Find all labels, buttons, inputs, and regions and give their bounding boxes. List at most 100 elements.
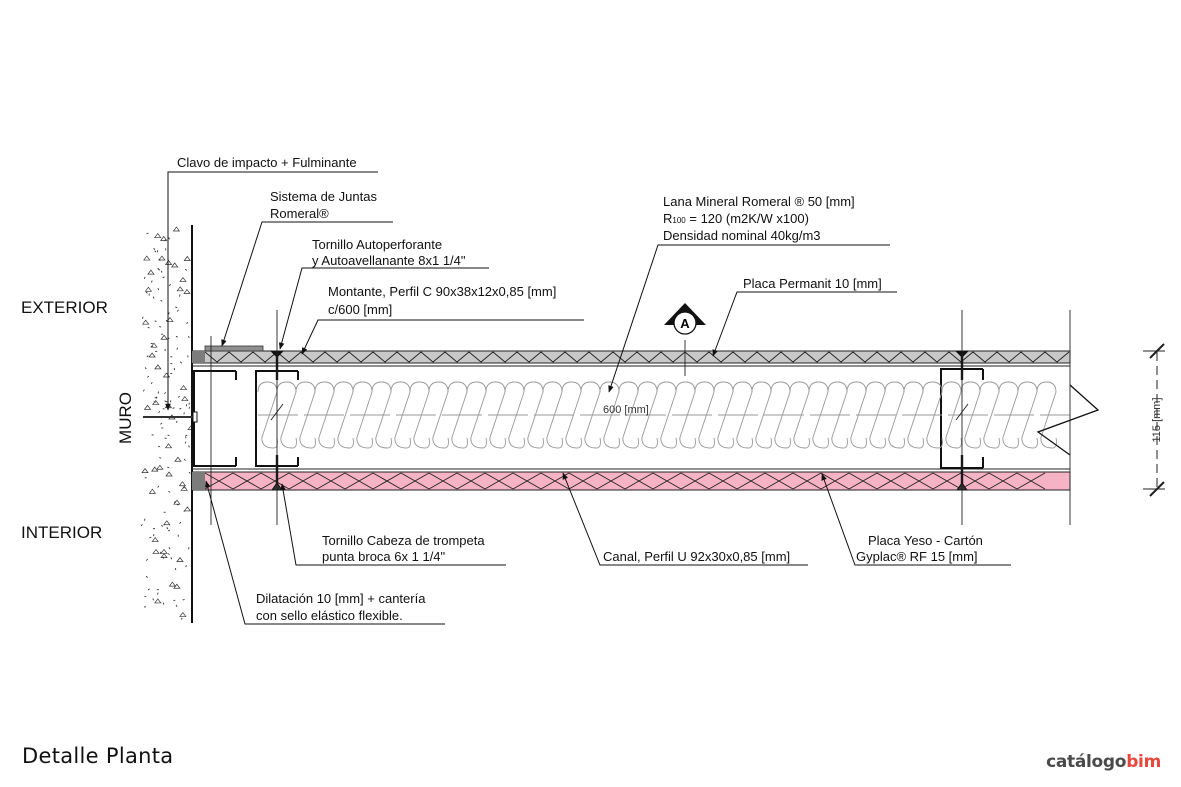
- concrete-aggregate: [164, 443, 173, 449]
- label-expansion-joint-line1: Dilatación 10 [mm] + cantería: [256, 591, 426, 606]
- gypsum-hatch-line: [596, 472, 626, 490]
- concrete-aggregate: [156, 464, 164, 470]
- concrete-speck: [150, 345, 154, 348]
- concrete-speck: [162, 408, 165, 410]
- concrete-speck: [164, 437, 167, 439]
- concrete-speck: [169, 283, 171, 287]
- leader-lines: [165, 171, 1011, 625]
- concrete-speck: [174, 567, 177, 571]
- brand-logo-part2: bim: [1126, 752, 1161, 772]
- concrete-speck: [158, 268, 161, 271]
- concrete-speck: [140, 524, 143, 527]
- axis-lines: [210, 310, 1071, 525]
- concrete-aggregate: [179, 276, 187, 282]
- concrete-aggregate: [160, 334, 168, 340]
- concrete-speck: [167, 529, 171, 532]
- brand-logo-part1: catálogo: [1046, 752, 1127, 772]
- concrete-speck: [186, 321, 188, 325]
- concrete-aggregate: [165, 471, 173, 477]
- concrete-speck: [146, 232, 149, 235]
- concrete-speck: [157, 288, 160, 291]
- concrete-aggregate: [176, 286, 184, 292]
- gypsum-hatch-line: [568, 472, 598, 490]
- concrete-speck: [151, 280, 153, 283]
- concrete-aggregate: [160, 553, 168, 559]
- concrete-speck: [150, 381, 153, 385]
- label-c-stud-line2: c/600 [mm]: [328, 302, 392, 317]
- concrete-aggregate: [151, 466, 159, 472]
- concrete-speck: [162, 602, 165, 605]
- concrete-speck: [183, 412, 185, 415]
- concrete-aggregate: [183, 288, 191, 294]
- concrete-speck: [175, 335, 178, 338]
- concrete-speck: [162, 276, 165, 279]
- label-mineral-wool-line3: Densidad nominal 40kg/m3: [663, 228, 821, 243]
- concrete-speck: [176, 309, 179, 312]
- gypsum-hatch-line: [792, 472, 822, 490]
- insulation-loop: [656, 381, 677, 449]
- page-title: Detalle Planta: [22, 744, 174, 768]
- gypsum-hatch-line: [484, 472, 514, 490]
- gypsum-hatch-line: [344, 472, 374, 490]
- permanit-board: [191, 345, 1071, 367]
- concrete-speck: [149, 536, 152, 539]
- concrete-speck: [142, 389, 145, 392]
- permanit-hatch: [204, 351, 1070, 363]
- concrete-speck: [154, 320, 157, 323]
- concrete-speck: [164, 239, 167, 242]
- concrete-aggregate: [179, 611, 187, 617]
- gypsum-hatch-line: [876, 472, 906, 490]
- concrete-speck: [160, 422, 163, 425]
- concrete-speck: [153, 247, 156, 250]
- concrete-aggregate: [154, 598, 162, 604]
- concrete-speck: [183, 458, 186, 461]
- concrete-speck: [160, 299, 163, 302]
- concrete-speck: [146, 355, 149, 358]
- concrete-aggregate: [152, 548, 160, 554]
- gypsum-hatch-line: [624, 472, 654, 490]
- exterior-label: EXTERIOR: [21, 298, 108, 317]
- gypsum-hatch-line: [932, 472, 962, 490]
- concrete-speck: [175, 306, 178, 309]
- concrete-speck: [167, 434, 170, 436]
- gypsum-hatch-line: [708, 472, 738, 490]
- concrete-speck: [187, 335, 190, 339]
- label-u-channel: Canal, Perfil U 92x30x0,85 [mm]: [603, 549, 790, 564]
- concrete-aggregate: [180, 485, 188, 491]
- interior-sealant: [192, 472, 205, 490]
- label-impact-nail: Clavo de impacto + Fulminante: [177, 155, 357, 170]
- concrete-aggregate: [153, 232, 162, 238]
- label-permanit-board: Placa Permanit 10 [mm]: [743, 276, 882, 291]
- insulation-loop: [333, 381, 354, 449]
- gypsum-hatch-line: [736, 472, 766, 490]
- concrete-speck: [144, 595, 147, 598]
- mineral-wool-insulation: [257, 381, 1070, 449]
- brand-logo: catálogobim: [1046, 752, 1161, 772]
- concrete-speck: [158, 410, 161, 414]
- concrete-speck: [167, 466, 170, 469]
- gypsum-hatch-line: [652, 472, 682, 490]
- concrete-aggregate: [143, 404, 152, 410]
- concrete-speck: [170, 362, 173, 365]
- label-expansion-joint-line2: con sello elástico flexible.: [256, 608, 403, 623]
- concrete-speck: [180, 617, 183, 620]
- stud-spacing-label: 600 [mm]: [603, 404, 649, 416]
- gypsum-board: [191, 468, 1071, 491]
- gypsum-hatch-line: [260, 472, 290, 490]
- concrete-speck: [157, 485, 160, 488]
- concrete-speck: [159, 325, 162, 328]
- concrete-aggregate: [141, 468, 149, 473]
- concrete-aggregate: [174, 456, 182, 462]
- concrete-aggregate: [173, 583, 181, 589]
- label-mineral-wool-line1: Lana Mineral Romeral ® 50 [mm]: [663, 194, 855, 209]
- label-gypsum-board-line2: Gyplac® RF 15 [mm]: [856, 549, 978, 564]
- joint-system-strip: [204, 345, 264, 352]
- concrete-aggregate: [160, 235, 168, 241]
- concrete-speck: [159, 457, 162, 459]
- label-joint-system-line2: Romeral®: [270, 206, 329, 221]
- concrete-speck: [168, 237, 170, 240]
- concrete-aggregate: [181, 395, 189, 401]
- concrete-speck: [173, 599, 176, 602]
- thickness-dimension: [1143, 343, 1165, 497]
- concrete-speck: [145, 558, 148, 561]
